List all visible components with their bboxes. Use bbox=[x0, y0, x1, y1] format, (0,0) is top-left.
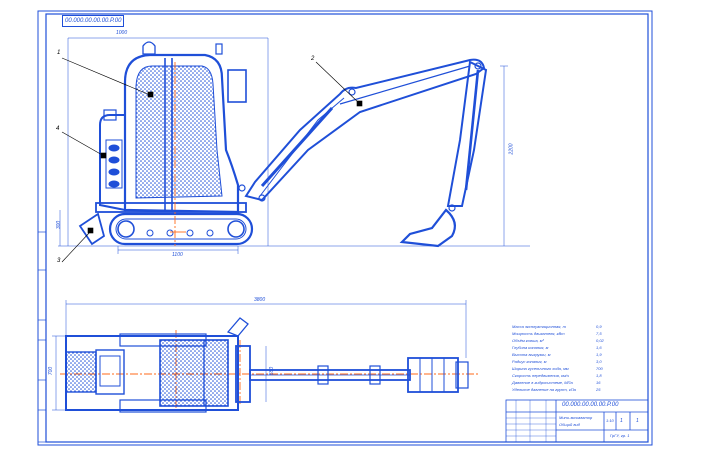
title-block-name-1: Мини-экскаватор bbox=[559, 415, 593, 420]
plan-bucket bbox=[407, 357, 459, 393]
callout-2: 2 bbox=[311, 56, 315, 62]
boom bbox=[244, 58, 486, 202]
binding-strip bbox=[37, 231, 47, 443]
cab-outline bbox=[123, 53, 240, 214]
plan-cab bbox=[159, 339, 229, 407]
cab-glass-hatch bbox=[135, 65, 223, 199]
plan-engine bbox=[65, 351, 97, 393]
callout-1: 1 bbox=[57, 50, 61, 56]
side-view bbox=[58, 41, 530, 248]
track bbox=[108, 212, 254, 246]
callout-4: 4 bbox=[56, 126, 60, 132]
title-block-name-2: Общий вид bbox=[559, 422, 580, 427]
upper-frame bbox=[95, 202, 247, 213]
doc-code-top: 00.000.00.00.00.Р.00 bbox=[62, 15, 125, 27]
arm bbox=[446, 60, 488, 207]
callout-3: 3 bbox=[57, 258, 61, 264]
dim-blade-height: 300 bbox=[56, 220, 63, 230]
title-block-sheet: 1 bbox=[620, 418, 623, 424]
dim-side-width: 1000 bbox=[116, 30, 128, 36]
rear-box bbox=[227, 69, 247, 103]
title-block-scale: 1:10 bbox=[606, 418, 614, 423]
dim-track-gauge: 550 bbox=[269, 366, 276, 376]
title-block-code: 00.000.00.00.00.Р.00 bbox=[562, 402, 619, 408]
plan-view bbox=[65, 317, 469, 413]
plan-dimensions bbox=[52, 300, 467, 411]
outer-frame bbox=[37, 10, 653, 446]
side-dimensions bbox=[59, 37, 508, 254]
dim-track-length: 1100 bbox=[172, 252, 183, 258]
title-block-sheets: 1 bbox=[636, 418, 639, 424]
title-block bbox=[505, 399, 649, 443]
inner-frame bbox=[45, 13, 649, 443]
dim-plan-width: 700 bbox=[48, 366, 55, 376]
dozer-blade bbox=[78, 212, 106, 246]
title-block-org: ГрГУ, гр. 1 bbox=[610, 433, 630, 438]
beacon bbox=[142, 41, 156, 55]
dim-plan-length: 3800 bbox=[254, 297, 266, 303]
bucket bbox=[399, 208, 457, 248]
dim-boom-height: 2200 bbox=[508, 143, 515, 155]
callout-leaders bbox=[61, 57, 363, 263]
